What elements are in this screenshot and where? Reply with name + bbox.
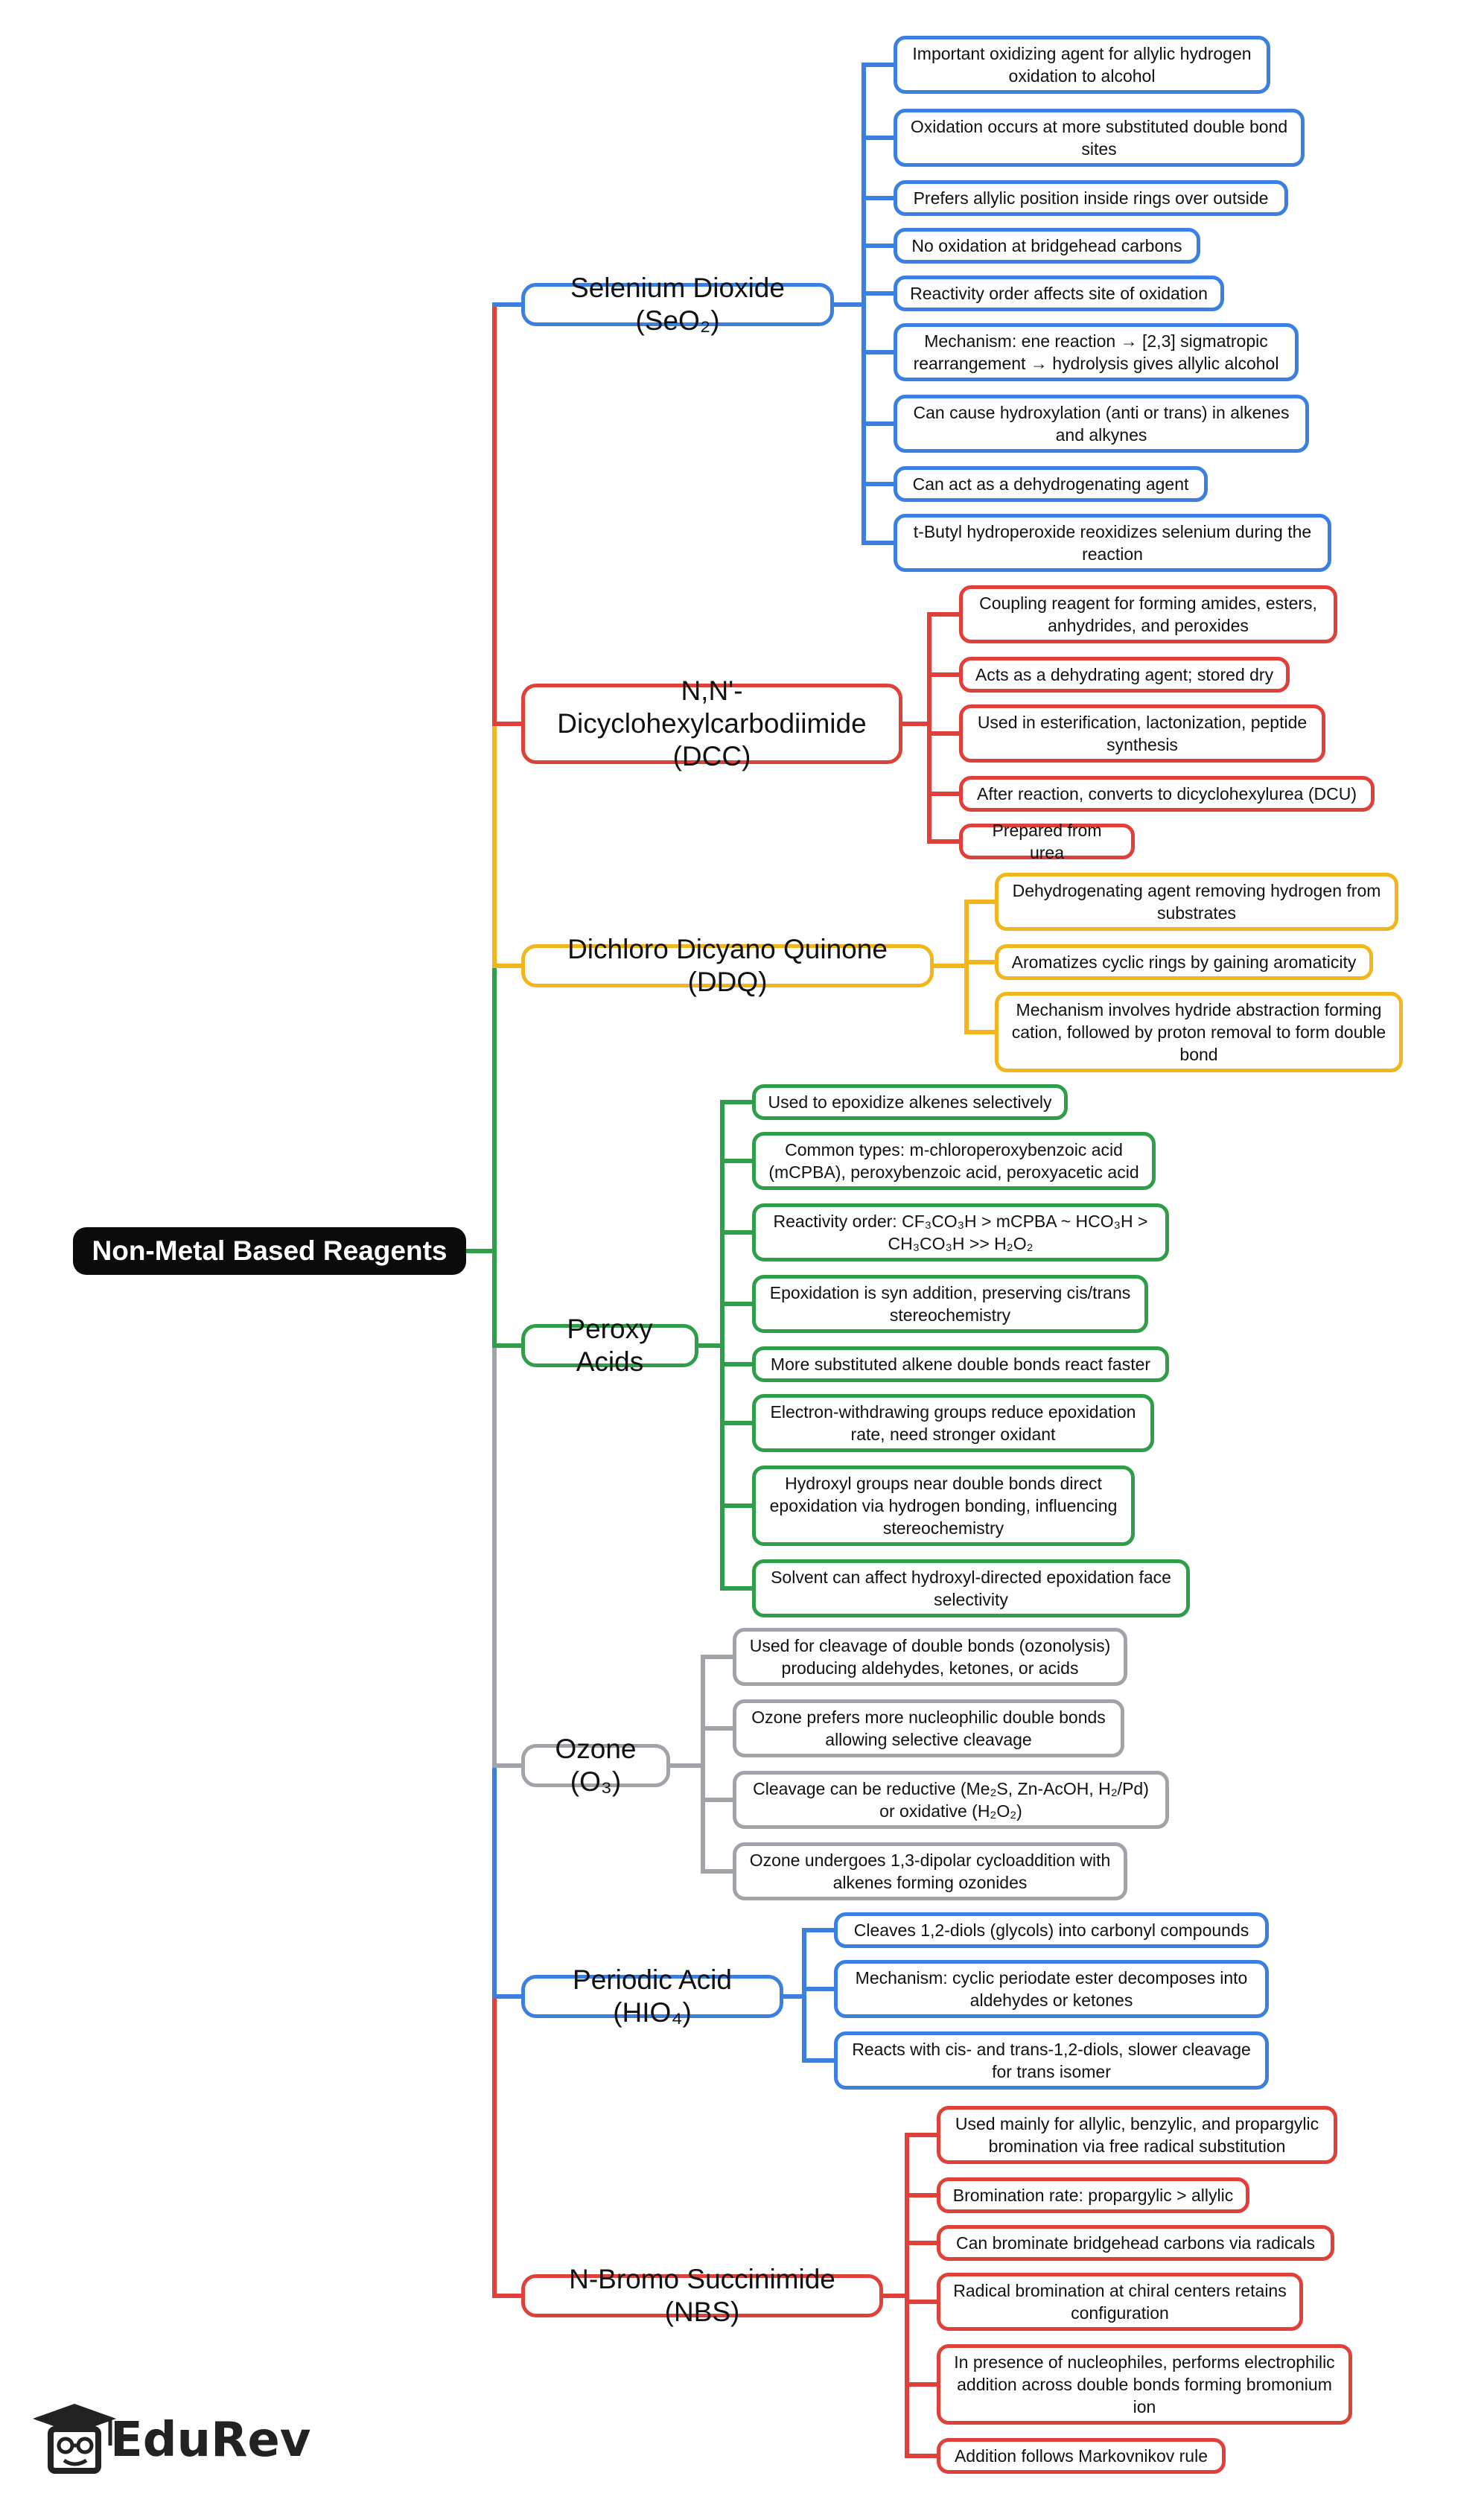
dcc-note: Coupling reagent for forming amides, est… [959, 585, 1337, 643]
peroxy-acids-note: More substituted alkene double bonds rea… [752, 1346, 1169, 1382]
peroxy-acids-note: Solvent can affect hydroxyl-directed epo… [752, 1559, 1190, 1617]
periodic-acid-note: Reacts with cis- and trans-1,2-diols, sl… [834, 2031, 1269, 2090]
selenium-dioxide-note: Important oxidizing agent for allylic hy… [894, 36, 1270, 94]
branch-peroxy-acids: Peroxy Acids [521, 1314, 698, 1377]
selenium-dioxide-note: Prefers allylic position inside rings ov… [894, 180, 1288, 216]
ozone-note: Ozone prefers more nucleophilic double b… [733, 1699, 1124, 1757]
nbs-note: Bromination rate: propargylic > allylic [937, 2177, 1249, 2213]
peroxy-acids-note: Electron-withdrawing groups reduce epoxi… [752, 1394, 1154, 1452]
branch-ozone: Ozone (O₃) [521, 1734, 670, 1797]
branch-ddq: Dichloro Dicyano Quinone (DDQ) [521, 934, 934, 997]
selenium-dioxide-note: No oxidation at bridgehead carbons [894, 228, 1200, 264]
root-node: Non-Metal Based Reagents [73, 1227, 466, 1275]
ozone-note: Used for cleavage of double bonds (ozono… [733, 1628, 1127, 1686]
nbs-note: Can brominate bridgehead carbons via rad… [937, 2225, 1334, 2261]
dcc-note: After reaction, converts to dicyclohexyl… [959, 776, 1375, 812]
branch-periodic-acid: Periodic Acid (HIO₄) [521, 1964, 783, 2028]
peroxy-acids-note: Reactivity order: CF₃CO₃H > mCPBA ~ HCO₃… [752, 1203, 1169, 1261]
branch-dcc: N,N'-Dicyclohexylcarbodiimide (DCC) [521, 675, 902, 771]
selenium-dioxide-note: Mechanism: ene reaction → [2,3] sigmatro… [894, 323, 1299, 381]
ozone-note: Ozone undergoes 1,3-dipolar cycloadditio… [733, 1842, 1127, 1900]
edurev-logo-icon [33, 2404, 116, 2474]
selenium-dioxide-note: Can act as a dehydrogenating agent [894, 466, 1208, 502]
nbs-note: Addition follows Markovnikov rule [937, 2438, 1226, 2474]
selenium-dioxide-note: Oxidation occurs at more substituted dou… [894, 109, 1305, 167]
dcc-note: Prepared from urea [959, 821, 1135, 862]
selenium-dioxide-note: Reactivity order affects site of oxidati… [894, 276, 1224, 311]
ddq-note: Aromatizes cyclic rings by gaining aroma… [995, 944, 1373, 980]
nbs-note: In presence of nucleophiles, performs el… [937, 2344, 1352, 2425]
ozone-note: Cleavage can be reductive (Me₂S, Zn-AcOH… [733, 1771, 1169, 1829]
peroxy-acids-note: Used to epoxidize alkenes selectively [752, 1084, 1068, 1120]
periodic-acid-note: Mechanism: cyclic periodate ester decomp… [834, 1960, 1269, 2018]
selenium-dioxide-note: Can cause hydroxylation (anti or trans) … [894, 395, 1309, 453]
peroxy-acids-note: Hydroxyl groups near double bonds direct… [752, 1466, 1135, 1546]
nbs-note: Radical bromination at chiral centers re… [937, 2273, 1303, 2331]
ddq-note: Mechanism involves hydride abstraction f… [995, 992, 1403, 1072]
periodic-acid-note: Cleaves 1,2-diols (glycols) into carbony… [834, 1912, 1269, 1948]
branch-selenium-dioxide: Selenium Dioxide (SeO₂) [521, 273, 834, 336]
dcc-note: Used in esterification, lactonization, p… [959, 704, 1325, 763]
peroxy-acids-note: Epoxidation is syn addition, preserving … [752, 1275, 1148, 1333]
branch-nbs: N-Bromo Succinimide (NBS) [521, 2264, 883, 2327]
selenium-dioxide-note: t-Butyl hydroperoxide reoxidizes seleniu… [894, 514, 1331, 572]
ddq-note: Dehydrogenating agent removing hydrogen … [995, 873, 1398, 931]
nbs-note: Used mainly for allylic, benzylic, and p… [937, 2106, 1337, 2164]
edurev-logo-text: EduRev [110, 2413, 311, 2468]
peroxy-acids-note: Common types: m-chloroperoxybenzoic acid… [752, 1132, 1156, 1190]
dcc-note: Acts as a dehydrating agent; stored dry [959, 657, 1290, 693]
